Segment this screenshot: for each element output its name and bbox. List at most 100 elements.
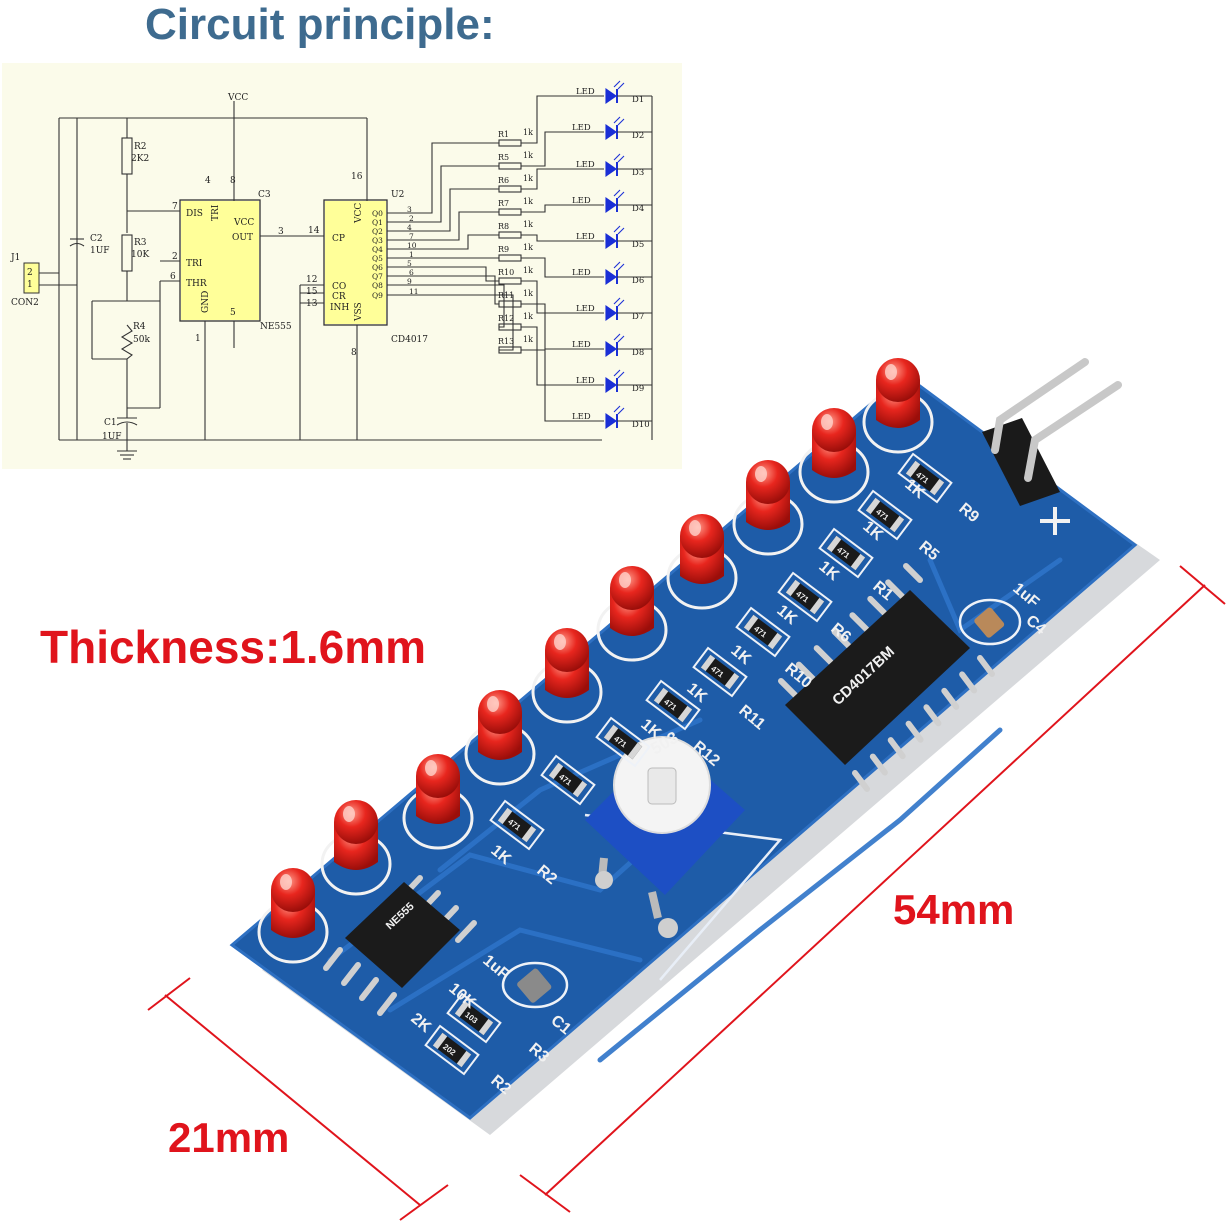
capacitor-c1 <box>501 961 569 1009</box>
led-label: LED <box>572 268 591 278</box>
ne555-dis: DIS <box>186 209 203 219</box>
led-label: LED <box>572 340 591 350</box>
smd-resistor: 471 <box>692 646 748 698</box>
cd4017-output-pin: 9 <box>407 277 412 286</box>
smd-resistor: 471 <box>818 527 874 579</box>
led-ref-d3: D3 <box>632 168 644 178</box>
pin-header <box>982 358 1122 535</box>
cd4017-pin15: 15 <box>306 287 318 297</box>
j1-ref: J1 <box>10 253 20 263</box>
pcb-led <box>666 514 738 610</box>
smd-resistor: 471 <box>735 606 791 658</box>
led-trace <box>521 280 604 314</box>
chip-pin <box>977 655 995 677</box>
chip-pin <box>887 737 906 760</box>
smd-resistor: 471 <box>489 799 545 851</box>
pcb-led <box>732 460 804 556</box>
resistor-ref: R7 <box>498 199 509 208</box>
led-ref-d7: D7 <box>632 312 644 322</box>
resistor-ref: R1 <box>498 130 509 139</box>
led-trace <box>521 257 604 278</box>
output-trace <box>387 275 499 305</box>
pcb-led <box>798 408 870 504</box>
chip-pin <box>885 579 906 600</box>
resistor-ref: R11 <box>498 291 514 300</box>
smd-resistor: 471 <box>595 716 651 768</box>
ne555-pin7: 7 <box>172 202 178 212</box>
output-trace <box>387 142 499 214</box>
ne555-name: NE555 <box>260 322 292 332</box>
pcb-led <box>862 358 934 454</box>
length-label: 54mm <box>893 886 1015 933</box>
c1-value: 1UF <box>102 432 122 442</box>
chip-pin <box>905 720 924 743</box>
pcb-led <box>464 690 536 786</box>
capacitor-c4 <box>958 598 1022 646</box>
j1-pin1: 1 <box>27 280 33 290</box>
ne555-pin6: 6 <box>170 272 176 282</box>
ne555-out: OUT <box>232 233 253 243</box>
led-label: LED <box>572 196 591 206</box>
led-symbol <box>605 123 617 141</box>
ne555-ref: C3 <box>258 190 271 200</box>
output-trace <box>387 211 499 241</box>
r3-ref: R3 <box>134 238 147 248</box>
cd4017-output-q4: Q4 <box>372 245 383 254</box>
cd4017-cr: CR <box>332 292 346 302</box>
r4-ref: R4 <box>133 322 146 332</box>
cd4017-output-pin: 5 <box>407 259 412 268</box>
pcb-led <box>596 566 668 662</box>
resistor-ref: R5 <box>498 153 509 162</box>
output-trace <box>387 234 499 250</box>
smd-resistor: 471 <box>777 571 833 623</box>
ne555-pin1: 1 <box>195 334 201 344</box>
chip-pin <box>795 661 816 682</box>
pcb-led <box>257 868 329 964</box>
led-symbol <box>605 304 617 322</box>
c2-value: 1UF <box>90 246 110 256</box>
led-symbol <box>605 376 617 394</box>
resistor-value: 1k <box>523 174 533 183</box>
r2-value: 2K2 <box>131 154 149 164</box>
cd4017-pin16: 16 <box>351 172 363 182</box>
chip-pin <box>867 595 888 616</box>
cd4017-output-pin: 3 <box>407 205 412 214</box>
schematic-svg: VCC J1 2 1 CON2 C2 1UF C1 1UF R2 2K2 R3 … <box>10 80 653 460</box>
resistor-ref: R12 <box>498 314 514 323</box>
cd4017-pin8: 8 <box>351 348 357 358</box>
led-label: LED <box>576 304 595 314</box>
led-trace <box>521 303 604 350</box>
chip-pin <box>813 645 834 666</box>
chip-pin <box>903 563 923 583</box>
cd4017-output-q3: Q3 <box>372 236 383 245</box>
cd4017-co: CO <box>332 282 346 292</box>
ne555-vcc: VCC <box>233 218 254 228</box>
cd4017-pin13: 13 <box>306 299 318 309</box>
cd4017-output-q6: Q6 <box>372 263 383 272</box>
led-symbol <box>605 196 617 214</box>
resistor-ref: R9 <box>498 245 509 254</box>
output-trace <box>387 294 514 351</box>
thickness-label: Thickness:1.6mm <box>40 621 427 673</box>
ne555-pin3: 3 <box>278 227 284 237</box>
cd4017-output-pin: 10 <box>407 241 417 250</box>
led-ref-d4: D4 <box>632 204 644 214</box>
ne555-pin4: 4 <box>205 176 211 186</box>
circuit-schematic: VCC J1 2 1 CON2 C2 1UF C1 1UF R2 2K2 R3 … <box>2 63 682 469</box>
cd4017-output-q7: Q7 <box>372 272 383 281</box>
ne555-tri-top: TRI <box>211 204 221 221</box>
cd4017-output-pin: 7 <box>409 232 414 241</box>
resistor-value: 1k <box>523 312 533 321</box>
led-symbol <box>605 160 617 178</box>
cd4017-vss: VSS <box>354 302 364 322</box>
resistor-ref: R13 <box>498 337 514 346</box>
led-trace <box>521 204 604 213</box>
led-ref-d2: D2 <box>632 131 644 141</box>
cd4017-output-q2: Q2 <box>372 227 383 236</box>
cd4017-output-q9: Q9 <box>372 291 383 300</box>
led-symbol <box>605 268 617 286</box>
led-ref-d5: D5 <box>632 240 644 250</box>
pcb-led <box>320 800 392 896</box>
cd4017-output-q5: Q5 <box>372 254 383 263</box>
